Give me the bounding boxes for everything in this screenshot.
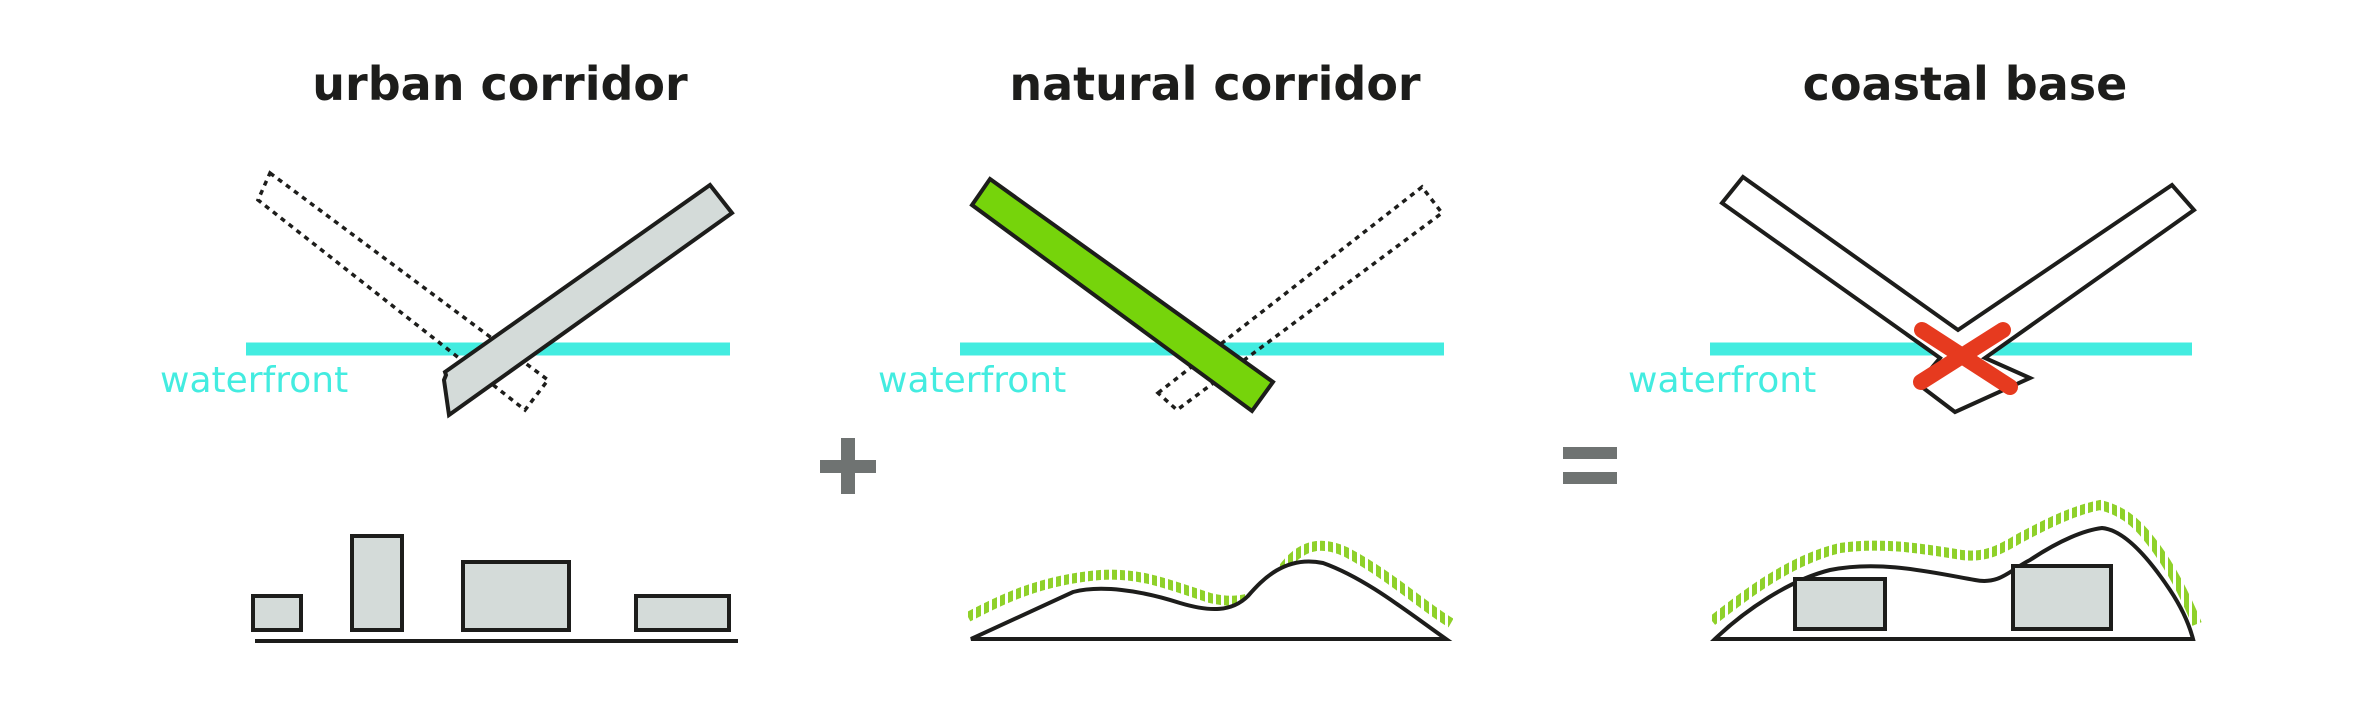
building-1: [251, 594, 303, 632]
coastal-building-1: [1793, 577, 1887, 631]
waterfront-label-coastal: waterfront: [1628, 360, 1816, 401]
plus-icon: +: [820, 438, 876, 494]
panel-natural-corridor: natural corridor waterfront: [878, 57, 1454, 641]
equals-icon: =: [1563, 447, 1617, 484]
terrain-hill-coastal: [1710, 525, 2196, 641]
waterfront-label-natural: waterfront: [878, 360, 1066, 401]
building-3: [461, 560, 571, 632]
ghost-corridor-urban: [255, 170, 551, 413]
natural-corridor-bar: [969, 176, 1276, 414]
terrain-hill-natural: [970, 559, 1453, 641]
panel-title-natural: natural corridor: [1009, 57, 1421, 111]
waterfront-label-urban: waterfront: [160, 360, 348, 401]
panel-title-urban: urban corridor: [312, 57, 688, 111]
urban-corridor-bar: [441, 182, 735, 419]
panel-coastal-base: coastal base waterfront: [1628, 57, 2202, 641]
svg-text:=: =: [1590, 469, 1591, 471]
building-4: [634, 594, 731, 632]
panel-urban-corridor: urban corridor waterfront: [160, 57, 738, 643]
cross-icon: [1913, 322, 2018, 395]
coastal-building-2: [2011, 564, 2113, 631]
building-2: [350, 534, 404, 632]
vegetation-band-coastal: [1708, 499, 2202, 626]
panel-title-coastal: coastal base: [1803, 57, 2128, 111]
ghost-corridor-natural: [1155, 184, 1445, 413]
